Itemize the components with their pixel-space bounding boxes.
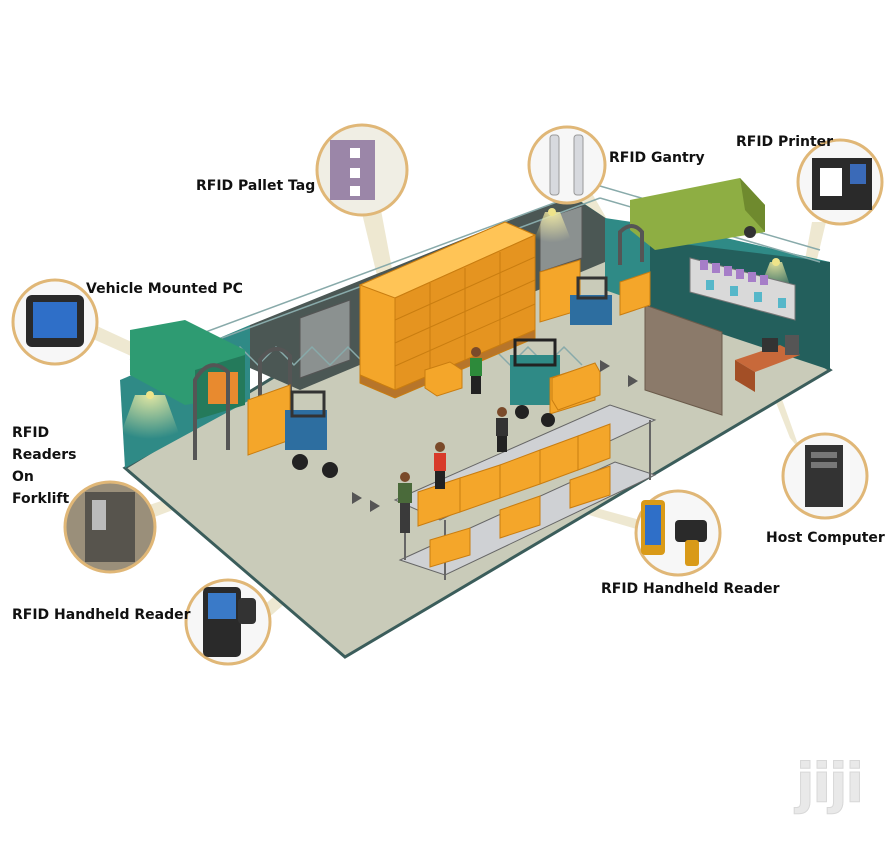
workers <box>398 347 508 533</box>
gantry-portals <box>193 224 644 460</box>
label-rfid-gantry: RFID Gantry <box>609 150 705 166</box>
label-forklift-readers: RFID Readers On Forklift <box>12 422 76 510</box>
label-rfid-printer: RFID Printer <box>736 134 834 150</box>
label-forklift-line-1: RFID <box>12 425 50 441</box>
label-vehicle-mounted-pc: Vehicle Mounted PC <box>86 281 243 297</box>
central-pallet-stack <box>358 221 537 399</box>
floor-arrows <box>352 360 638 512</box>
callout-handheld-right <box>634 489 722 577</box>
packing-table <box>393 404 657 580</box>
callout-gantry <box>527 125 607 205</box>
label-forklift-line-4: Forklift <box>12 491 70 507</box>
callout-handheld-left <box>184 578 272 666</box>
callout-pallet-tag <box>315 123 409 217</box>
delivery-truck <box>630 178 765 250</box>
left-dock-truck <box>130 320 245 420</box>
shelf-rack <box>689 257 796 321</box>
callout-forklift-reader <box>63 480 157 574</box>
callout-printer <box>796 138 884 226</box>
label-handheld-reader-right: RFID Handheld Reader <box>601 581 780 597</box>
label-forklift-line-3: On <box>12 469 34 485</box>
office-desk <box>735 335 800 392</box>
jiji-watermark: jiji <box>795 752 864 816</box>
partition-panel <box>644 304 723 416</box>
callout-vehicle-pc <box>11 278 99 366</box>
label-host-computer: Host Computer <box>766 530 885 546</box>
callout-host-computer <box>781 432 869 520</box>
forklift-back <box>539 259 651 325</box>
label-rfid-pallet-tag: RFID Pallet Tag <box>196 178 316 194</box>
label-forklift-line-2: Readers <box>12 447 77 463</box>
floor-boxes <box>424 361 601 411</box>
forklift-left <box>247 384 338 478</box>
label-handheld-reader-left: RFID Handheld Reader <box>12 607 191 623</box>
